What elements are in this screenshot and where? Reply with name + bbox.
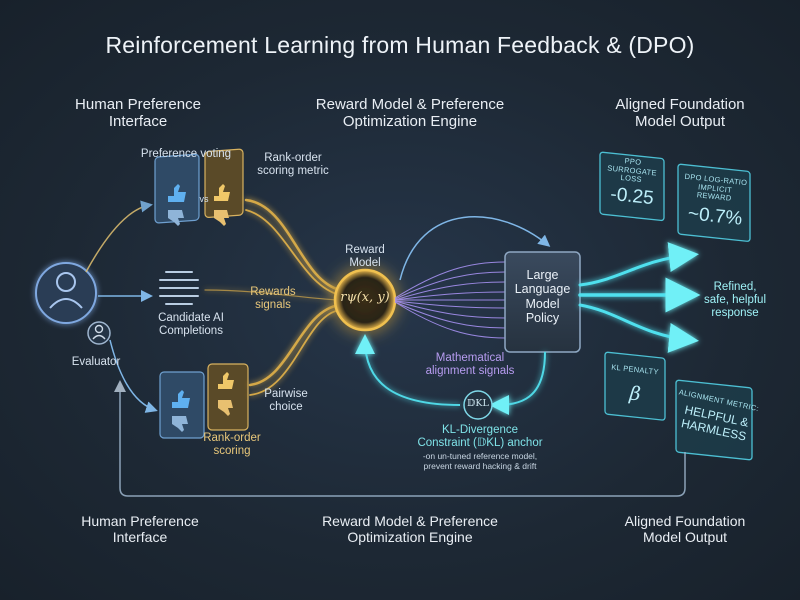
reward-signals-label: Rewards signals <box>250 286 296 312</box>
evaluator-label: Evaluator <box>71 356 121 368</box>
footer-right: Aligned Foundation Model Output <box>624 513 746 546</box>
kl-node <box>463 390 493 420</box>
feedback-loop-line <box>114 380 686 497</box>
candidate-completions-icon <box>159 271 199 305</box>
output-response-label: Refined, safe, helpful response <box>703 281 766 320</box>
header-left: Human Preference Interface <box>75 96 201 131</box>
pairwise-choice-label: Pairwise choice <box>264 388 308 414</box>
reward-signal-flows <box>204 198 342 396</box>
footer-middle: Reward Model & Preference Optimization E… <box>322 513 498 546</box>
thumbs-up-icon <box>172 390 190 408</box>
alignment-panel <box>675 379 753 461</box>
kl-constraint-label: KL-Divergence Constraint (𝔻KL) anchor <box>417 424 543 450</box>
evaluator-small-icon <box>87 321 111 345</box>
header-middle: Reward Model & Preference Optimization E… <box>315 96 505 131</box>
llm-policy-label: Large Language Model Policy <box>514 268 571 326</box>
thumbs-down-icon <box>172 416 188 432</box>
reward-model-label: Reward Model <box>345 244 385 270</box>
output-flows <box>578 242 701 353</box>
llm-policy-box <box>504 251 581 353</box>
kl-loop-to-reward <box>355 334 461 406</box>
page-title: Reinforcement Learning from Human Feedba… <box>105 32 695 58</box>
dpo-panel <box>677 163 751 242</box>
thumbs-up-icon <box>168 184 186 202</box>
thumbs-up-gold-icon <box>214 184 230 201</box>
kl-symbol: 𝔻KL <box>467 398 489 409</box>
thumbs-down-gold-icon <box>218 400 233 416</box>
header-right: Aligned Foundation Model Output <box>615 96 745 131</box>
thumbs-down-gold-icon <box>214 210 229 226</box>
rank-order-metric-label: Rank-order scoring metric <box>257 152 329 178</box>
footer-left: Human Preference Interface <box>81 513 199 546</box>
arrow-to-voting <box>85 200 153 273</box>
pairwise-choice-cards <box>159 363 249 439</box>
thumbs-down-icon <box>168 210 184 226</box>
arrow-top-loop <box>399 216 551 281</box>
candidate-completions-label: Candidate AI Completions <box>158 312 224 338</box>
reward-formula: rψ(x, y) <box>340 290 390 305</box>
preference-voting-label: Preference voting <box>140 148 232 160</box>
kl-constraint-desc: -on un-tuned reference model, prevent re… <box>422 451 538 471</box>
vs-label: vs <box>199 194 209 204</box>
math-signals-label: Mathematical alignment signals <box>425 352 515 378</box>
kl-loop-return <box>489 351 546 415</box>
arrow-to-pairwise <box>109 339 158 413</box>
thumbs-up-gold-icon <box>218 372 234 389</box>
signal-fan <box>394 261 506 339</box>
kl-penalty-panel <box>604 351 666 421</box>
ppo-panel <box>599 151 665 222</box>
preference-voting-cards <box>154 148 244 226</box>
rank-order-scoring-label: Rank-order scoring <box>203 432 261 458</box>
evaluator-avatar <box>35 262 97 324</box>
